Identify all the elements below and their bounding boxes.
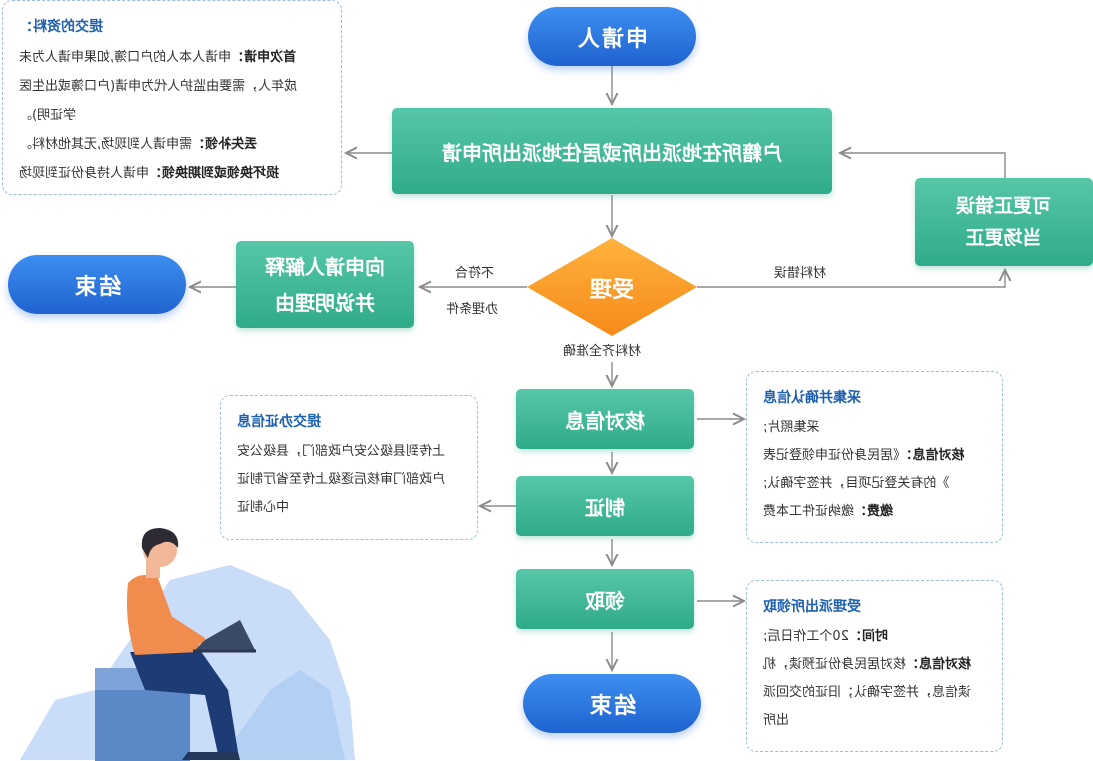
- pickup-note: 受理派出所领取 时间：20个工作日后; 核对信息：核对居民身份证预读，机 读信息…: [746, 580, 1003, 752]
- collect-label: 领取: [585, 588, 625, 613]
- end-node-top: 结束: [8, 255, 186, 314]
- accept-label: 受理: [589, 278, 634, 303]
- collect-confirm-note: 采集并确认信息 采集照片; 核对信息：《居民身份证申领登记表 》的有关登记项目，…: [746, 371, 1003, 543]
- material-complete-label: 材料齐全准确: [563, 344, 642, 359]
- make-cert-label: 制证: [585, 495, 625, 520]
- submit-cert-note: 提交办证信息 上传到县级公安户政部门，县级公安 户政部门审核后逐级上传至省厅制证…: [220, 395, 478, 540]
- verify-info-line-2: 》的有关登记项目，并签字确认;: [763, 476, 950, 491]
- collect-node: 领取: [516, 569, 694, 629]
- not-meet-label: 不符合: [455, 266, 495, 281]
- pickup-time-line: 时间：20个工作日后;: [763, 629, 888, 644]
- submit-cert-line-3: 中心制证: [237, 500, 290, 515]
- end-node-bottom: 结束: [523, 674, 701, 733]
- submit-cert-line-2: 户政部门审核后逐级上传至省厅制证: [237, 472, 446, 487]
- photo-line: 采集照片;: [763, 420, 820, 435]
- pickup-verify-line: 核对信息：核对居民身份证预读，机: [763, 657, 972, 672]
- submit-materials-note: 提交的资料： 首次申请：申请人本人的户口簿,如果申请人为未 成年人，需要由监护人…: [2, 0, 342, 195]
- verify-label: 核对信息: [565, 408, 645, 433]
- explain-label-line1: 向申请人解释: [265, 254, 385, 279]
- verify-info-line: 核对信息：《居民身份证申领登记表: [763, 448, 965, 463]
- explain-node: 向申请人解释 并说明理由: [236, 241, 414, 328]
- arrow-accept-to-correct: [697, 270, 1005, 288]
- pickup-verify-line-3: 出所: [763, 713, 790, 728]
- conditions-label: 办理条件: [446, 302, 499, 317]
- submit-cert-line-1: 上传到县级公安户政部门，县级公安: [237, 444, 446, 459]
- fee-line: 缴费：缴纳证件工本费: [763, 504, 894, 519]
- correct-node: 可更正错误 当场更正: [915, 178, 1093, 266]
- apply-office-node: 户籍所在地派出所或居住地派出所申请: [392, 108, 832, 194]
- pickup-verify-line-2: 读信息，并签字确认；旧证的交回派: [763, 685, 972, 700]
- explain-label-line2: 并说明理由: [275, 290, 375, 315]
- arrow-correct-to-office: [840, 153, 1006, 178]
- accept-node: 受理: [562, 270, 662, 306]
- end-bottom-label: 结束: [587, 693, 636, 719]
- verify-node: 核对信息: [516, 389, 694, 449]
- correct-label-line1: 可更正错误: [956, 195, 1052, 217]
- end-top-label: 结束: [72, 274, 121, 300]
- applicant-node: 申请人: [528, 7, 696, 66]
- make-cert-node: 制证: [516, 476, 694, 536]
- pickup-title: 受理派出所领取: [763, 599, 861, 615]
- collect-confirm-title: 采集并确认信息: [763, 390, 861, 406]
- material-error-label: 材料错误: [774, 266, 827, 281]
- submit-cert-title: 提交办证信息: [237, 414, 321, 430]
- correct-label-line2: 当场更正: [965, 227, 1042, 249]
